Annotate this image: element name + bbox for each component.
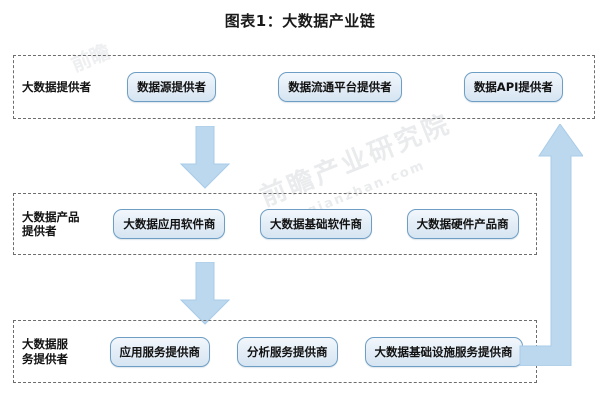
- node-analysis-service-provider[interactable]: 分析服务提供商: [237, 336, 338, 367]
- node-data-api-provider[interactable]: 数据API提供者: [463, 72, 563, 102]
- page-title: 图表1：大数据产业链: [224, 12, 376, 30]
- tier-group-products: 大数据产品 提供者 大数据应用软件商 大数据基础软件商 大数据硬件产品商: [13, 193, 537, 255]
- arrow-tier3-to-tier1-feedback: [448, 123, 584, 367]
- arrow-down-icon: [179, 261, 231, 325]
- arrow-tier1-to-tier2: [177, 125, 233, 190]
- node-application-service-provider[interactable]: 应用服务提供商: [109, 336, 210, 367]
- tier-label-providers: 大数据提供者: [22, 79, 91, 94]
- node-big-data-infrastructure-service-provider[interactable]: 大数据基础设施服务提供商: [364, 336, 523, 367]
- tier-group-services: 大数据服 务提供者 应用服务提供商 分析服务提供商 大数据基础设施服务提供商: [13, 320, 537, 383]
- arrow-down-icon: [179, 125, 231, 189]
- node-big-data-application-software-vendor[interactable]: 大数据应用软件商: [113, 209, 226, 239]
- tier-label-services: 大数据服 务提供者: [22, 337, 68, 366]
- node-data-source-provider[interactable]: 数据源提供者: [127, 72, 217, 102]
- node-data-circulation-platform-provider[interactable]: 数据流通平台提供者: [278, 72, 402, 102]
- arrow-tier2-to-tier3: [177, 261, 233, 326]
- arrow-up-icon: [519, 123, 584, 367]
- tier-label-products: 大数据产品 提供者: [22, 209, 80, 238]
- node-big-data-basic-software-vendor[interactable]: 大数据基础软件商: [259, 209, 372, 239]
- tier-group-providers: 大数据提供者 数据源提供者 数据流通平台提供者 数据API提供者: [13, 55, 595, 119]
- node-big-data-hardware-product-vendor[interactable]: 大数据硬件产品商: [406, 209, 519, 239]
